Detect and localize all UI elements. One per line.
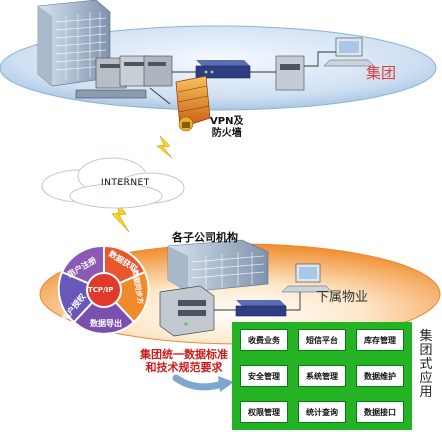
firewall-icon xyxy=(175,75,211,132)
app-cell-data-maintenance[interactable]: 数据维护 xyxy=(356,365,404,387)
branch-building-icon xyxy=(167,239,269,293)
server-icon xyxy=(275,55,305,91)
wheel-center-label: TCP/IP xyxy=(88,286,114,294)
app-cell-inventory[interactable]: 库存管理 xyxy=(356,329,404,351)
wheel-item-label: 数据导出 xyxy=(90,319,122,328)
arrow-head-icon xyxy=(218,376,234,392)
branch-title: 各子公司机构 xyxy=(172,231,238,244)
vpn-firewall-label: VPN及 防火墙 xyxy=(210,116,243,140)
app-cell-system[interactable]: 系统管理 xyxy=(298,365,346,387)
standards-note: 集团统一数据标准 和技术规范要求 xyxy=(140,348,228,374)
network-switch-icon xyxy=(75,89,147,99)
internet-label: INTERNET xyxy=(101,178,150,188)
lightning-bolt-icon xyxy=(156,135,173,159)
cycle-wheel xyxy=(57,244,150,335)
app-cell-permissions[interactable]: 权限管理 xyxy=(240,401,288,423)
branch-workstation-icon xyxy=(281,263,333,293)
apps-grid: 收费业务 短信平台 库存管理 安全管理 系统管理 数据维护 权限管理 统计查询 … xyxy=(237,327,409,427)
workstation-icon xyxy=(323,37,375,67)
app-cell-security[interactable]: 安全管理 xyxy=(240,365,288,387)
internet-cloud-icon xyxy=(41,157,185,209)
branch-label: 下属物业 xyxy=(316,290,369,305)
router-icon xyxy=(195,60,251,79)
vpn-label-line1: VPN及 xyxy=(210,116,244,127)
vpn-label-line2: 防火墙 xyxy=(211,128,242,139)
curved-arrow-icon xyxy=(172,374,226,391)
note-line1: 集团统一数据标准 xyxy=(140,348,228,361)
branch-router-icon xyxy=(235,300,287,317)
branch-server-icon xyxy=(159,285,215,337)
apps-title: 集团式应用 xyxy=(419,329,433,400)
app-cell-statistics[interactable]: 统计查询 xyxy=(298,401,346,423)
note-line2: 和技术规范要求 xyxy=(145,361,223,374)
branch-links xyxy=(214,292,301,311)
group-links xyxy=(149,51,336,105)
app-cell-data-interface[interactable]: 数据接口 xyxy=(356,401,404,423)
group-label: 集团 xyxy=(366,64,397,82)
app-cell-billing[interactable]: 收费业务 xyxy=(240,329,288,351)
app-cell-sms[interactable]: 短信平台 xyxy=(298,329,346,351)
server-cluster-icon xyxy=(95,55,173,89)
